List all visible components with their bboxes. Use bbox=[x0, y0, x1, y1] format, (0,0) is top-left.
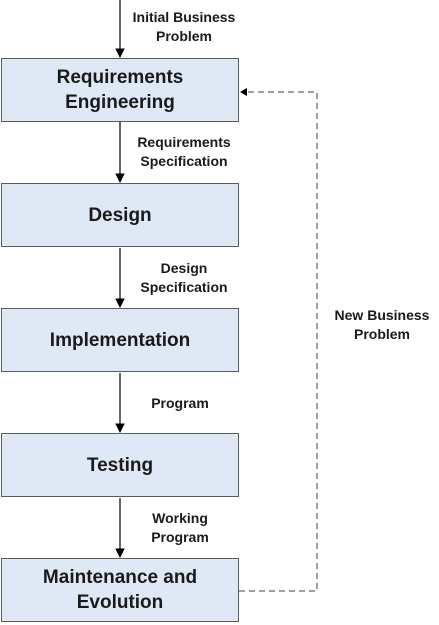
stage-maintenance-and-evolution: Maintenance and Evolution bbox=[1, 558, 239, 622]
stage-implementation: Implementation bbox=[1, 308, 239, 372]
flow-label-initial-business-problem: Initial Business Problem bbox=[132, 9, 236, 44]
stage-requirements-engineering: Requirements Engineering bbox=[1, 58, 239, 122]
flow-label-program: Program bbox=[151, 395, 209, 411]
flow-label-requirements-specification: Requirements Specification bbox=[137, 134, 231, 169]
feedback-loop-line bbox=[239, 91, 318, 592]
flow-label-design-specification: Design Specification bbox=[140, 260, 228, 295]
stage-testing: Testing bbox=[1, 433, 239, 497]
stage-design: Design bbox=[1, 183, 239, 247]
feedback-label-new-business-problem: New Business Problem bbox=[334, 307, 430, 342]
feedback-arrowhead bbox=[240, 88, 247, 96]
flow-label-working-program: Working Program bbox=[151, 510, 209, 545]
